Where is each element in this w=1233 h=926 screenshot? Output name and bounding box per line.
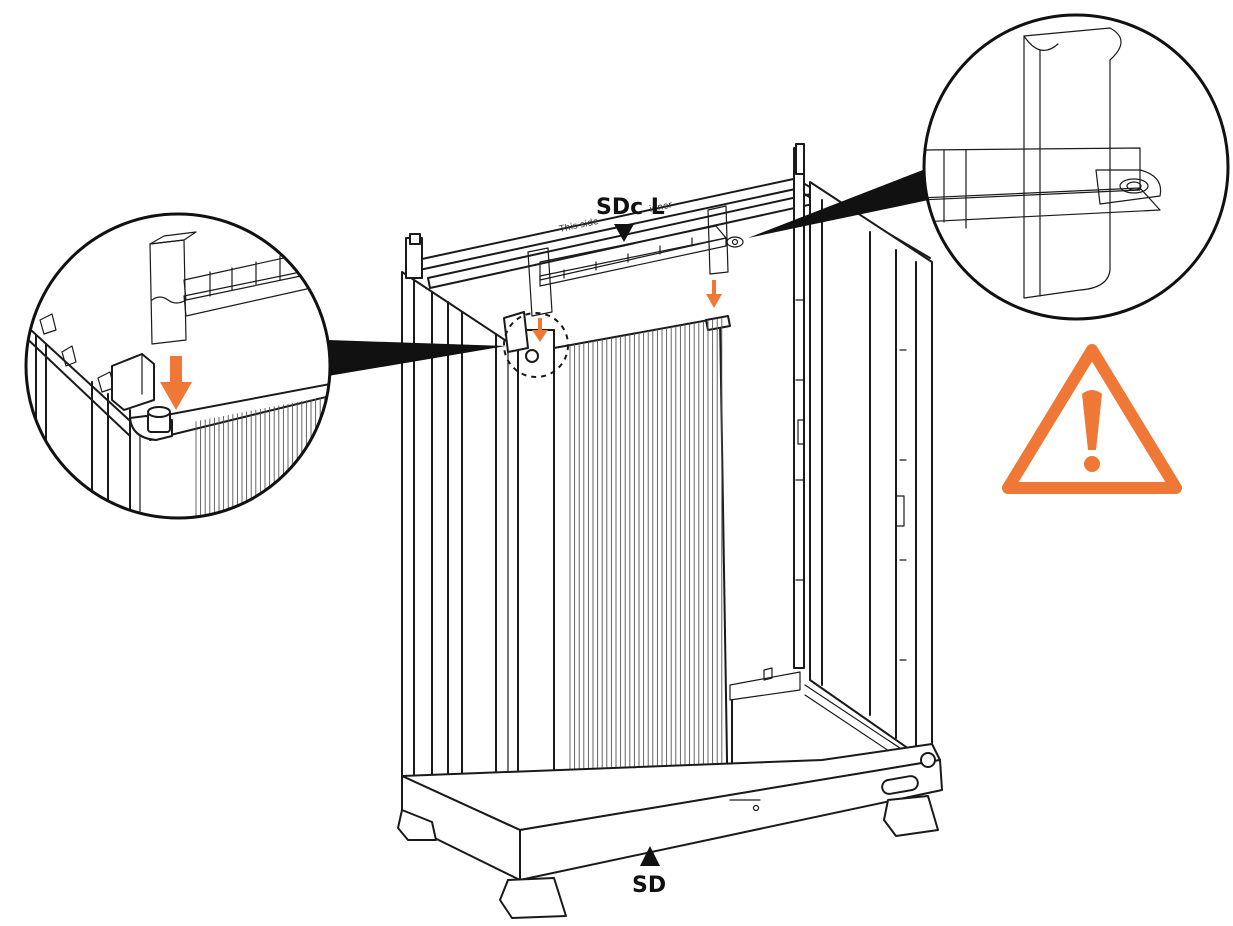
cabinet-frame: This side inner	[397, 143, 943, 919]
detail-view-right	[922, 13, 1230, 321]
pointer-down-icon	[614, 224, 634, 242]
arrow-down-icon	[532, 318, 548, 342]
front-door-panel	[553, 315, 731, 859]
part-right-post	[707, 205, 729, 275]
part-sdc-l	[527, 205, 744, 317]
warning-triangle-icon	[1002, 344, 1182, 494]
part-label-top: SDc L	[596, 195, 665, 220]
arrow-down-icon	[160, 356, 192, 410]
part-label-bottom: SD	[632, 873, 666, 898]
part-left-post	[527, 247, 553, 317]
detail-marker-circle	[503, 312, 569, 378]
pointer-up-icon	[640, 846, 660, 866]
callout-wedge-left	[328, 340, 506, 376]
side-text-2: inner	[649, 200, 674, 215]
label-sdc-l: SDc L	[596, 195, 665, 242]
callout-wedge-right	[748, 168, 938, 238]
arrow-down-icon	[706, 280, 722, 308]
label-sd: SD	[632, 846, 666, 898]
detail-view-left	[24, 212, 332, 520]
